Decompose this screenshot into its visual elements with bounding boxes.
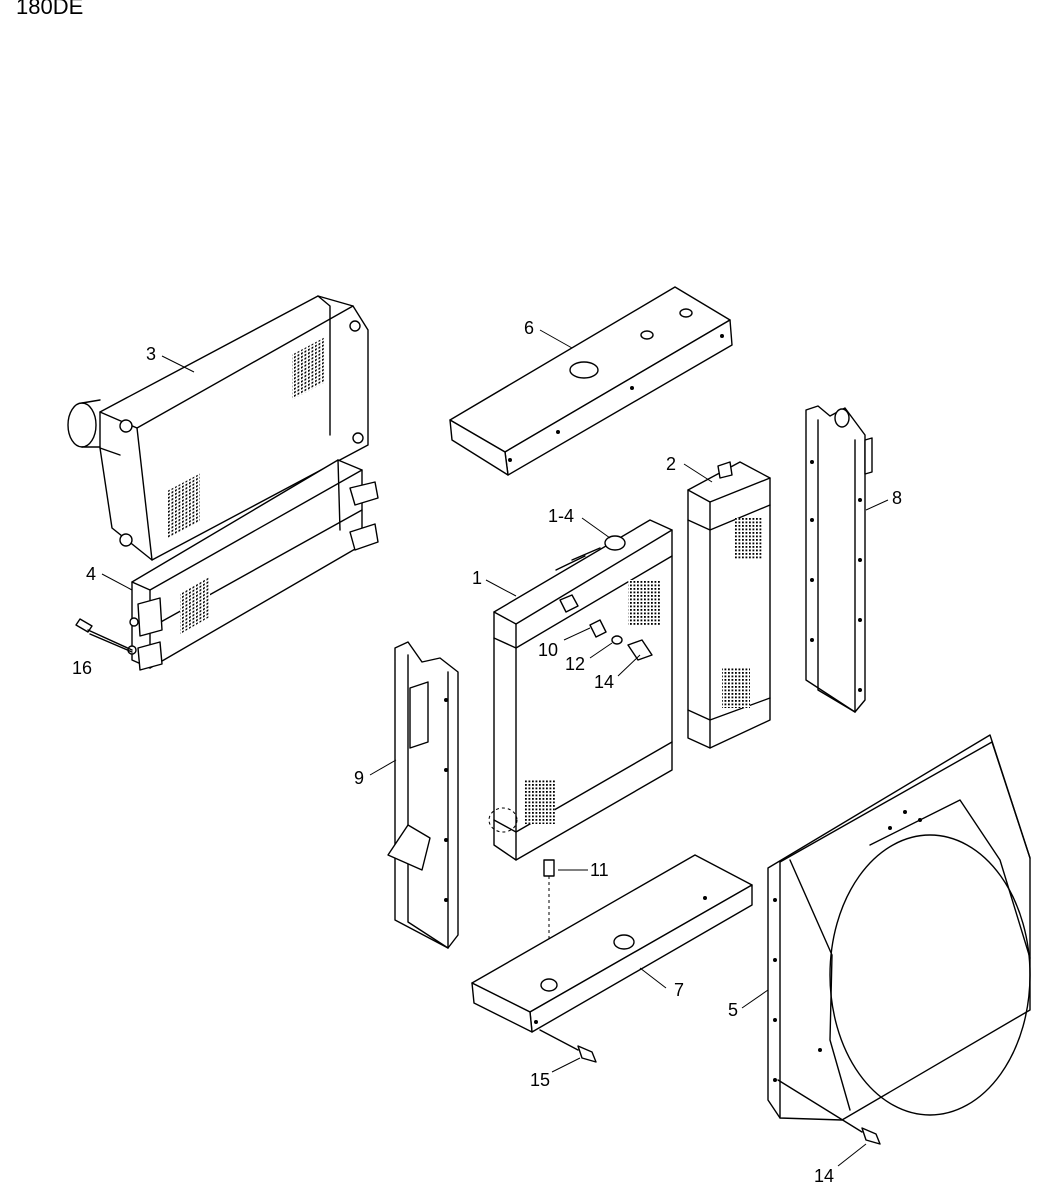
callout-14-upper: 14 [594, 672, 614, 692]
callout-labels: 3 6 2 8 1-4 1 4 16 10 12 14 9 11 7 5 15 … [72, 318, 902, 1186]
part-5-fan-shroud [767, 734, 1031, 1121]
part-14-bolt [777, 1079, 881, 1145]
part-1-radiator [488, 519, 673, 861]
model-title: 180DE [16, 0, 83, 19]
callout-14-lower: 14 [814, 1166, 834, 1186]
callout-7: 7 [674, 980, 684, 1000]
callout-1: 1 [472, 568, 482, 588]
callout-4: 4 [86, 564, 96, 584]
part-8-side-bracket [805, 405, 873, 713]
callout-11: 11 [590, 860, 609, 880]
callout-9: 9 [354, 768, 364, 788]
part-7-bottom-bracket [471, 854, 753, 1033]
part-9-side-bracket [387, 641, 459, 949]
part-3-intercooler [67, 295, 369, 561]
callout-1-4: 1-4 [548, 506, 574, 526]
callout-2: 2 [666, 454, 676, 474]
part-2-side-tank [687, 461, 771, 749]
part-16-bolt [75, 618, 133, 653]
part-15-bolt [539, 1029, 597, 1063]
callout-8: 8 [892, 488, 902, 508]
callout-6: 6 [524, 318, 534, 338]
callout-5: 5 [728, 1000, 738, 1020]
parts-10-12-14-fittings [589, 619, 653, 661]
part-6-top-bracket [449, 286, 733, 476]
callout-15: 15 [530, 1070, 550, 1090]
part-4-oil-cooler [127, 459, 379, 671]
callout-3: 3 [146, 344, 156, 364]
leader-lines [101, 329, 889, 1167]
callout-10: 10 [538, 640, 558, 660]
callout-16: 16 [72, 658, 92, 678]
callout-12: 12 [565, 654, 585, 674]
